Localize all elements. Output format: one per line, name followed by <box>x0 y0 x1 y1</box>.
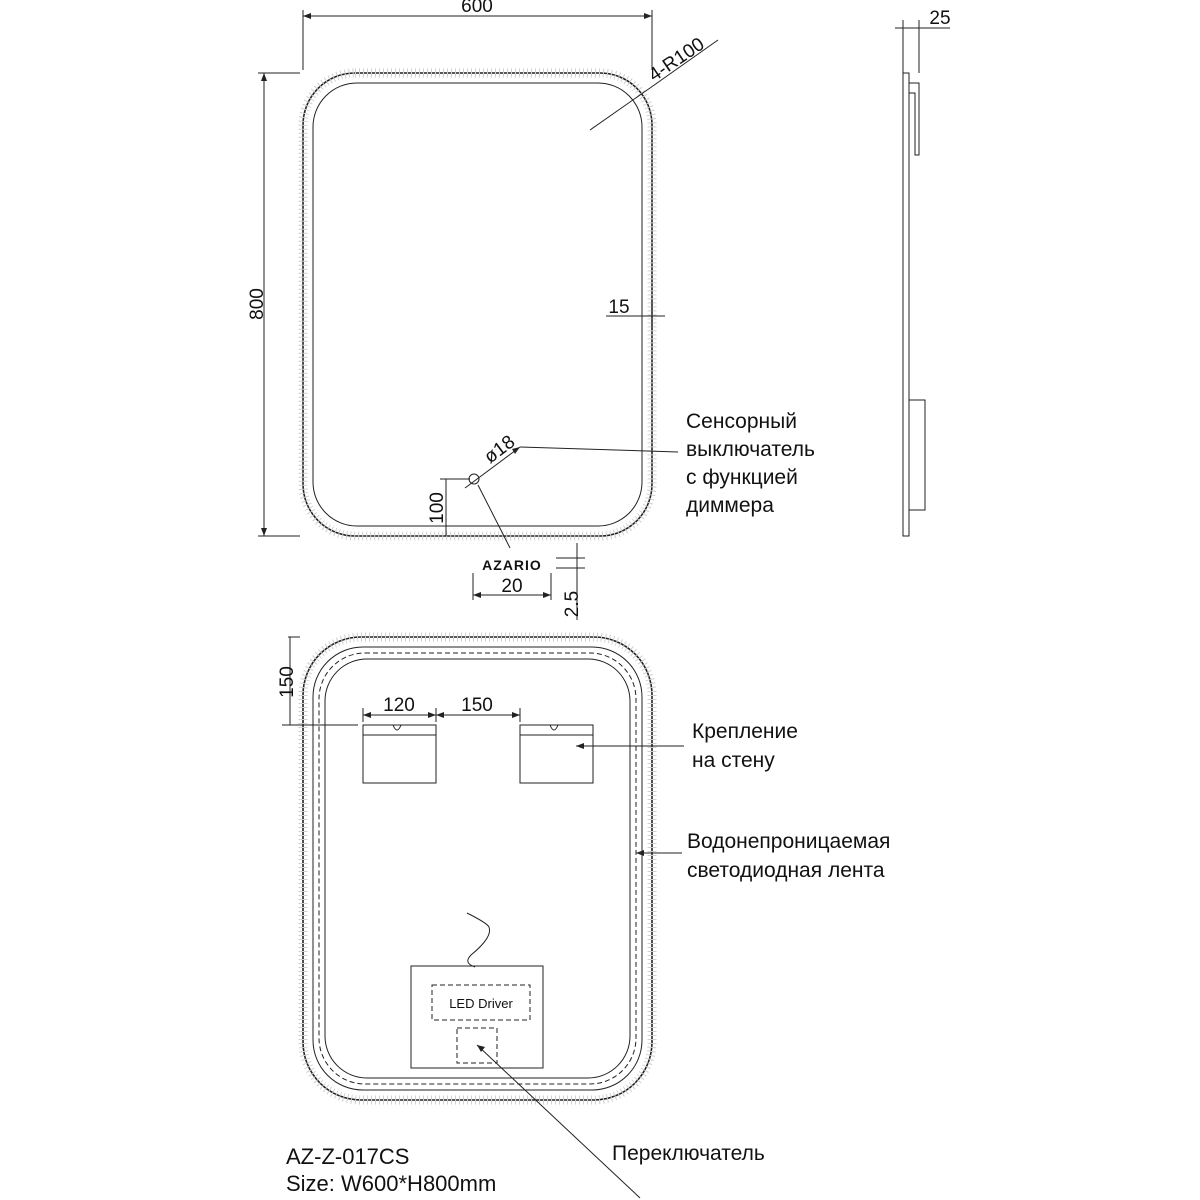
sensor-label-line-1: Сенсорный <box>686 410 797 433</box>
frosted-border-texture <box>298 68 657 541</box>
side-mount-profile <box>909 82 926 511</box>
corner-radius-label: 4-R100 <box>645 34 708 86</box>
led-driver <box>431 984 531 1021</box>
driver-box <box>410 965 544 1069</box>
mirror-outer-edge <box>302 72 653 537</box>
side-glass <box>902 72 910 537</box>
led-strip <box>318 652 637 1085</box>
back-inner-edge <box>312 646 643 1091</box>
back-view: 150 120 150 Крепление на стену Водонепро… <box>277 632 890 1199</box>
power-wire <box>466 912 491 968</box>
mount-label-line-2: на стену <box>692 749 775 772</box>
model-size: Size: W600*H800mm <box>286 1171 496 1196</box>
mount-top-offset-dimension: 150 <box>277 666 298 698</box>
depth-dimension: 25 <box>929 8 950 29</box>
model-code: AZ-Z-017CS <box>286 1144 409 1169</box>
sensor-diameter-label: ø18 <box>480 432 519 468</box>
logo-height-dimension: 2.5 <box>562 591 583 617</box>
mount-gap-dimension: 150 <box>461 695 493 716</box>
switch-label: Переключатель <box>612 1142 765 1165</box>
mirror-inner-edge <box>312 82 643 527</box>
switch-box <box>456 1027 498 1064</box>
sensor-label-line-3: с функцией <box>686 466 798 489</box>
led-label-line-2: светодиодная лента <box>687 859 885 882</box>
mount-label-line-1: Крепление <box>692 720 798 743</box>
wall-bracket-left <box>362 724 437 784</box>
sensor-label-line-4: диммера <box>686 494 774 517</box>
width-dimension: 600 <box>461 0 493 17</box>
mount-width-dimension: 120 <box>383 695 415 716</box>
sensor-label-line-2: выключатель <box>686 438 815 461</box>
front-view: 600 800 4-R100 15 ø18 100 Сенсорный выкл… <box>247 0 815 620</box>
wall-bracket-right <box>519 724 594 784</box>
border-width-dimension: 15 <box>608 297 629 318</box>
led-driver-label: LED Driver <box>449 996 513 1011</box>
azario-logo: AZARIO <box>482 557 542 573</box>
led-label-line-1: Водонепроницаемая <box>687 830 890 853</box>
logo-width-dimension: 20 <box>501 576 522 597</box>
height-dimension: 800 <box>247 288 268 320</box>
sensor-offset-dimension: 100 <box>427 492 448 524</box>
side-view: 25 <box>895 8 951 537</box>
